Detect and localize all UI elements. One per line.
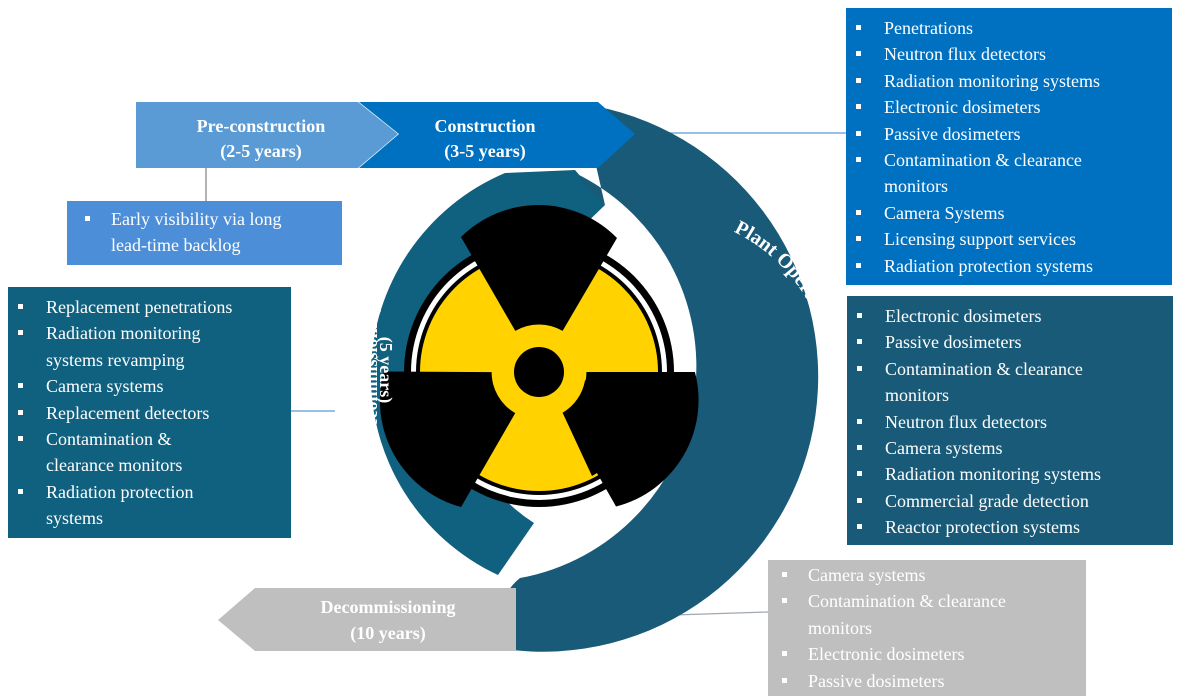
list-item: Penetrations	[846, 15, 1172, 41]
list-item: Replacement detectors	[8, 400, 291, 426]
decommissioning-box: Camera systems Contamination & clearance…	[768, 560, 1086, 696]
preconstruction-chevron	[136, 102, 398, 168]
preconstruction-label: Pre-construction	[197, 116, 326, 136]
list-item: Contamination &clearance monitors	[8, 426, 291, 479]
plant-operation-ring-segment	[500, 104, 819, 652]
list-item: Electronic dosimeters	[846, 94, 1172, 120]
list-item: Passive dosimeters	[768, 668, 1086, 694]
list-item: Camera Systems	[846, 200, 1172, 226]
radiation-trefoil-icon	[380, 205, 699, 508]
preconstruction-duration: (2-5 years)	[220, 141, 301, 162]
list-item: Commercial grade detection	[847, 488, 1173, 514]
list-item: Electronic dosimeters	[768, 641, 1086, 667]
list-item: Electronic dosimeters	[847, 303, 1173, 329]
list-item: Radiation monitoring systems	[847, 461, 1173, 487]
list-item: Replacement penetrations	[8, 294, 291, 320]
recommissioning-box: Replacement penetrations Radiation monit…	[8, 287, 291, 538]
operation-construction-box: Penetrations Neutron flux detectors Radi…	[846, 8, 1172, 285]
center-label-line1: NPP	[524, 255, 559, 275]
construction-label: Construction	[434, 116, 535, 136]
list-item: Neutron flux detectors	[847, 409, 1173, 435]
list-item: Camera systems	[8, 373, 291, 399]
list-item: Radiation monitoring systems	[846, 68, 1172, 94]
list-item: Camera systems	[768, 562, 1086, 588]
list-item: Reactor protection systems	[847, 514, 1173, 540]
decommissioning-duration: (10 years)	[350, 623, 425, 644]
center-label-line2: Life Cycle	[502, 277, 580, 297]
list-item: Passive dosimeters	[846, 121, 1172, 147]
recommissioning-duration: (5 years)	[375, 337, 396, 403]
construction-chevron	[359, 102, 635, 168]
decommissioning-arrow	[218, 588, 516, 651]
construction-duration: (3-5 years)	[444, 141, 525, 162]
recommissioning-label: Recommissioning	[361, 305, 381, 440]
list-item: Neutron flux detectors	[846, 41, 1172, 67]
list-item: Radiation protection systems	[846, 253, 1172, 279]
plant-operation-box: Electronic dosimeters Passive dosimeters…	[847, 296, 1173, 545]
list-item: Licensing support services	[846, 226, 1172, 252]
list-item: Passive dosimeters	[847, 329, 1173, 355]
list-item: Camera systems	[847, 435, 1173, 461]
decommissioning-label: Decommissioning	[321, 597, 456, 617]
